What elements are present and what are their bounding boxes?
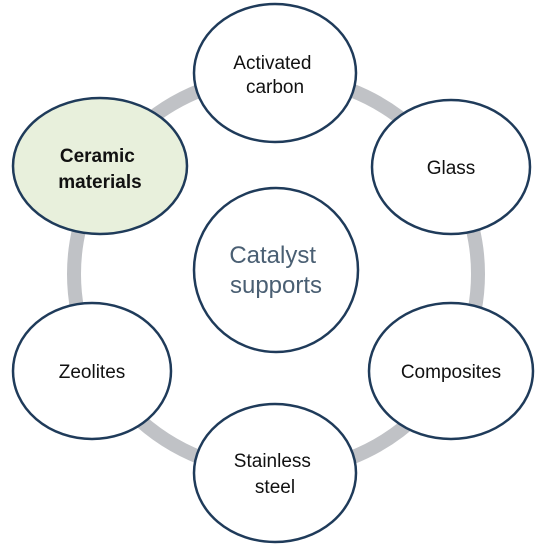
node-zeolites: Zeolites [11, 301, 173, 441]
node-ceramic-materials-line2: materials [58, 172, 141, 193]
node-ceramic-materials-shape [11, 96, 189, 236]
center-node: Catalyst supports [192, 186, 360, 354]
node-glass: Glass [370, 98, 532, 236]
center-node-label: Catalyst supports [229, 242, 322, 299]
node-composites-line1: Composites [401, 362, 501, 383]
node-ceramic-materials-label: Ceramic materials [58, 146, 141, 193]
center-node-shape [192, 186, 360, 354]
node-ceramic-materials-line1: Ceramic [60, 146, 135, 167]
node-glass-shape [370, 98, 532, 236]
node-activated-carbon: Activated carbon [192, 2, 358, 144]
node-stainless-steel: Stainless steel [192, 402, 358, 544]
node-zeolites-label: Zeolites [59, 362, 126, 383]
node-stainless-steel-label: Stainless steel [234, 451, 316, 498]
node-stainless-steel-line1: Stainless [234, 451, 311, 472]
node-ceramic-materials: Ceramic materials [11, 96, 189, 236]
node-activated-carbon-line2: carbon [246, 77, 304, 98]
node-composites-shape [367, 301, 535, 441]
node-activated-carbon-line1: Activated [233, 53, 311, 74]
node-stainless-steel-line2: steel [255, 477, 295, 498]
node-stainless-steel-shape [192, 402, 358, 544]
center-label-line2: supports [230, 272, 322, 299]
node-glass-line1: Glass [427, 158, 476, 179]
node-zeolites-shape [11, 301, 173, 441]
node-composites-label: Composites [401, 362, 501, 383]
node-activated-carbon-label: Activated carbon [233, 53, 316, 98]
node-composites: Composites [367, 301, 535, 441]
center-label-line1: Catalyst [229, 242, 316, 269]
node-glass-label: Glass [427, 158, 476, 179]
node-activated-carbon-shape [192, 2, 358, 144]
node-zeolites-line1: Zeolites [59, 362, 126, 383]
